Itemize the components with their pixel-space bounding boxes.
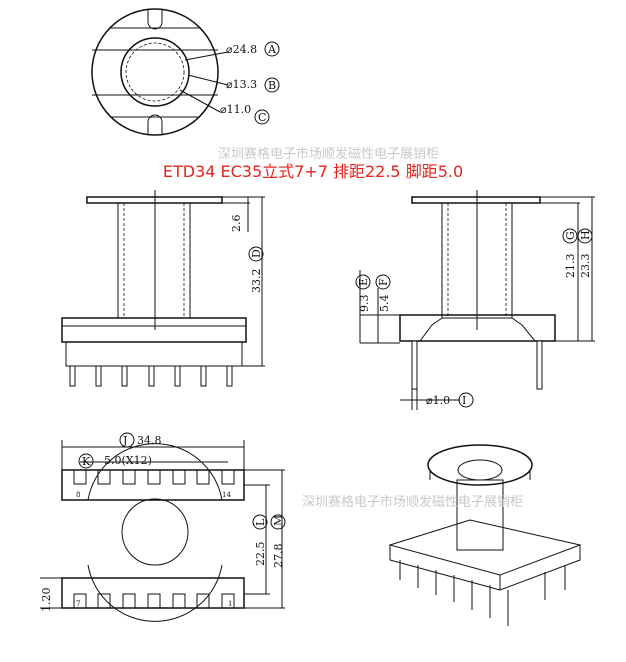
svg-text:J: J xyxy=(122,434,127,447)
pin-label-8: 8 xyxy=(76,491,80,499)
svg-text:A: A xyxy=(267,43,277,56)
svg-text:21.3: 21.3 xyxy=(564,254,577,279)
dim-k: K 5.0(X12) xyxy=(78,453,152,469)
svg-text:23.3: 23.3 xyxy=(579,254,592,279)
dim-b: ⌀13.3 B xyxy=(226,77,280,93)
svg-text:22.5: 22.5 xyxy=(254,542,267,567)
side-view xyxy=(359,190,595,410)
svg-text:F: F xyxy=(377,278,390,286)
bottom-view xyxy=(40,440,285,622)
svg-text:E: E xyxy=(357,278,370,286)
pin-label-1: 1 xyxy=(228,600,232,608)
pin-label-14: 14 xyxy=(222,491,231,499)
svg-text:5.4: 5.4 xyxy=(378,295,391,313)
dim-e: E 9.3 xyxy=(355,274,371,313)
svg-text:33.2: 33.2 xyxy=(250,269,263,294)
dim-h: H 23.3 xyxy=(577,228,593,279)
dim-l: L 22.5 xyxy=(252,514,268,567)
dim-d: D 33.2 xyxy=(248,246,264,294)
svg-text:G: G xyxy=(564,231,577,240)
dim-f: F 5.4 xyxy=(375,274,391,313)
svg-text:K: K xyxy=(82,455,91,468)
product-title: ETD34 EC35立式7+7 排距22.5 脚距5.0 xyxy=(162,162,464,181)
svg-text:D: D xyxy=(250,249,263,258)
svg-text:H: H xyxy=(579,230,592,240)
top-view xyxy=(91,8,229,136)
dim-top-step: 2.6 xyxy=(230,215,243,233)
svg-text:⌀13.3: ⌀13.3 xyxy=(226,78,257,91)
isometric-view xyxy=(388,444,582,626)
svg-text:I: I xyxy=(462,394,466,407)
dim-m: M 27.8 xyxy=(270,514,286,569)
svg-text:M: M xyxy=(272,515,285,526)
svg-text:9.3: 9.3 xyxy=(358,295,371,313)
dim-pin-gap: 1.20 xyxy=(40,588,53,613)
svg-text:27.8: 27.8 xyxy=(272,544,285,569)
svg-text:B: B xyxy=(268,79,276,92)
svg-text:5.0(X12): 5.0(X12) xyxy=(104,454,152,467)
dim-i: ⌀1.0 I xyxy=(426,392,474,408)
svg-text:⌀24.8: ⌀24.8 xyxy=(226,43,257,56)
watermark-bottom: 深圳赛格电子市场顺发磁性电子展销柜 xyxy=(302,495,524,510)
svg-text:⌀1.0: ⌀1.0 xyxy=(426,394,450,407)
dim-c: ⌀11.0 C xyxy=(220,103,270,125)
front-view xyxy=(61,190,265,387)
svg-text:L: L xyxy=(254,518,267,526)
dim-a: ⌀24.8 A xyxy=(226,41,280,57)
dim-g: G 21.3 xyxy=(562,228,578,279)
svg-text:34.8: 34.8 xyxy=(137,434,162,447)
pin-label-7: 7 xyxy=(76,600,80,608)
svg-text:C: C xyxy=(258,111,266,124)
svg-text:⌀11.0: ⌀11.0 xyxy=(220,103,251,116)
watermark-top: 深圳赛格电子市场顺发磁性电子展销柜 xyxy=(218,147,440,162)
dim-j: J 34.8 xyxy=(119,432,162,448)
